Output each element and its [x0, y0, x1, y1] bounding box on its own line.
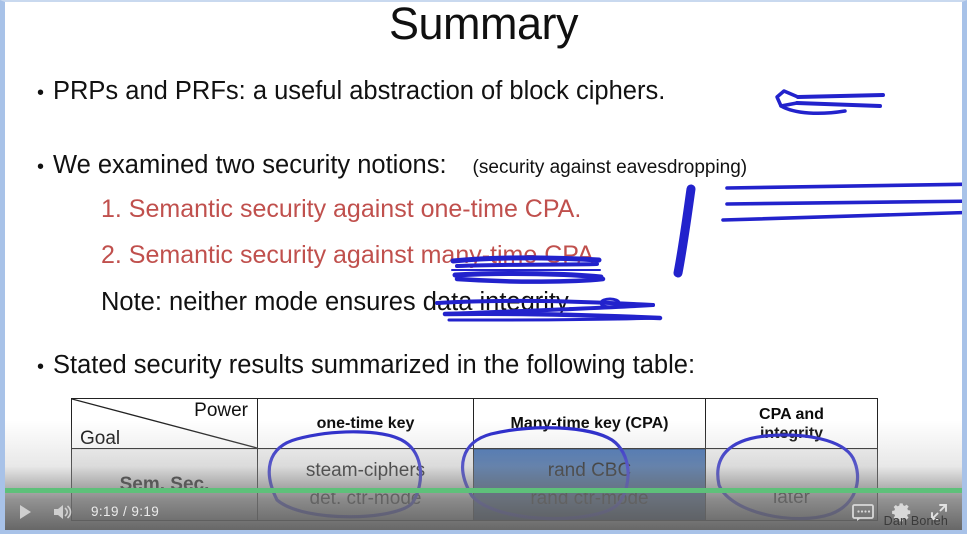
bullet-dot-icon: • — [37, 156, 45, 178]
table-corner-power-label: Power — [194, 400, 248, 421]
volume-icon — [54, 504, 72, 519]
play-icon — [19, 504, 31, 519]
play-button[interactable] — [5, 493, 45, 530]
progress-bar-fill — [5, 488, 962, 493]
note-line: Note: neither mode ensures data integrit… — [101, 288, 574, 316]
progress-bar[interactable] — [5, 488, 962, 493]
numbered-item-1-text: 1. Semantic security against one-time CP… — [101, 195, 582, 223]
bullet-3-text: Stated security results summarized in th… — [53, 351, 696, 379]
numbered-item-2-text: 2. Semantic security against many-time C… — [101, 241, 594, 269]
table-header-one-time-key: one-time key — [257, 398, 474, 449]
table-corner-cell: Power Goal — [71, 398, 258, 449]
volume-button[interactable] — [45, 493, 81, 530]
page-title: Summary — [388, 0, 579, 49]
numbered-item-1: 1. Semantic security against one-time CP… — [101, 194, 581, 224]
settings-button[interactable] — [882, 493, 922, 530]
time-display: 9:19 / 9:19 — [91, 504, 160, 519]
numbered-item-2: 2. Semantic security against many-time C… — [101, 240, 601, 270]
ink-arrow-left-icon — [775, 89, 885, 116]
table-header-row: Power Goal one-time key Many-time key (C… — [71, 398, 878, 449]
ink-underline-many-time — [451, 269, 606, 284]
bullet-1-text: PRPs and PRFs: a useful abstraction of b… — [53, 77, 666, 105]
ink-vertical-stroke — [673, 184, 696, 278]
table-header-many-time-key: Many-time key (CPA) — [473, 398, 706, 449]
table-cell-line1: steam-ciphers — [305, 459, 426, 481]
table-cell-line1: rand CBC — [547, 459, 632, 481]
bullet-dot-icon: • — [37, 82, 45, 104]
gear-icon — [892, 502, 911, 521]
table-corner-goal-label: Goal — [80, 428, 121, 449]
bullet-item-3: • Stated security results summarized in … — [37, 350, 695, 380]
ink-three-lines — [721, 182, 962, 222]
player-controls[interactable]: 9:19 / 9:19 — [5, 493, 962, 530]
bullet-2-aside: (security against eavesdropping) — [472, 157, 748, 178]
bullet-item-2: • We examined two security notions: (sec… — [37, 150, 747, 180]
fullscreen-icon — [931, 503, 947, 520]
bullet-item-1: • PRPs and PRFs: a useful abstraction of… — [37, 76, 665, 106]
table-header-cpa-integrity-line2: integrity — [759, 424, 824, 442]
bullet-dot-icon: • — [37, 356, 45, 378]
closed-caption-icon — [852, 503, 874, 521]
bullet-2-text: We examined two security notions: — [53, 151, 447, 179]
subtitles-button[interactable] — [844, 493, 882, 530]
fullscreen-button[interactable] — [922, 493, 956, 530]
table-header-cpa-integrity-line1: CPA and — [759, 405, 824, 423]
table-header-cpa-integrity: CPA and integrity — [705, 398, 878, 449]
slide-canvas: Summary • PRPs and PRFs: a useful abstra… — [5, 2, 962, 530]
numbered-item-2-period: . — [593, 241, 601, 269]
